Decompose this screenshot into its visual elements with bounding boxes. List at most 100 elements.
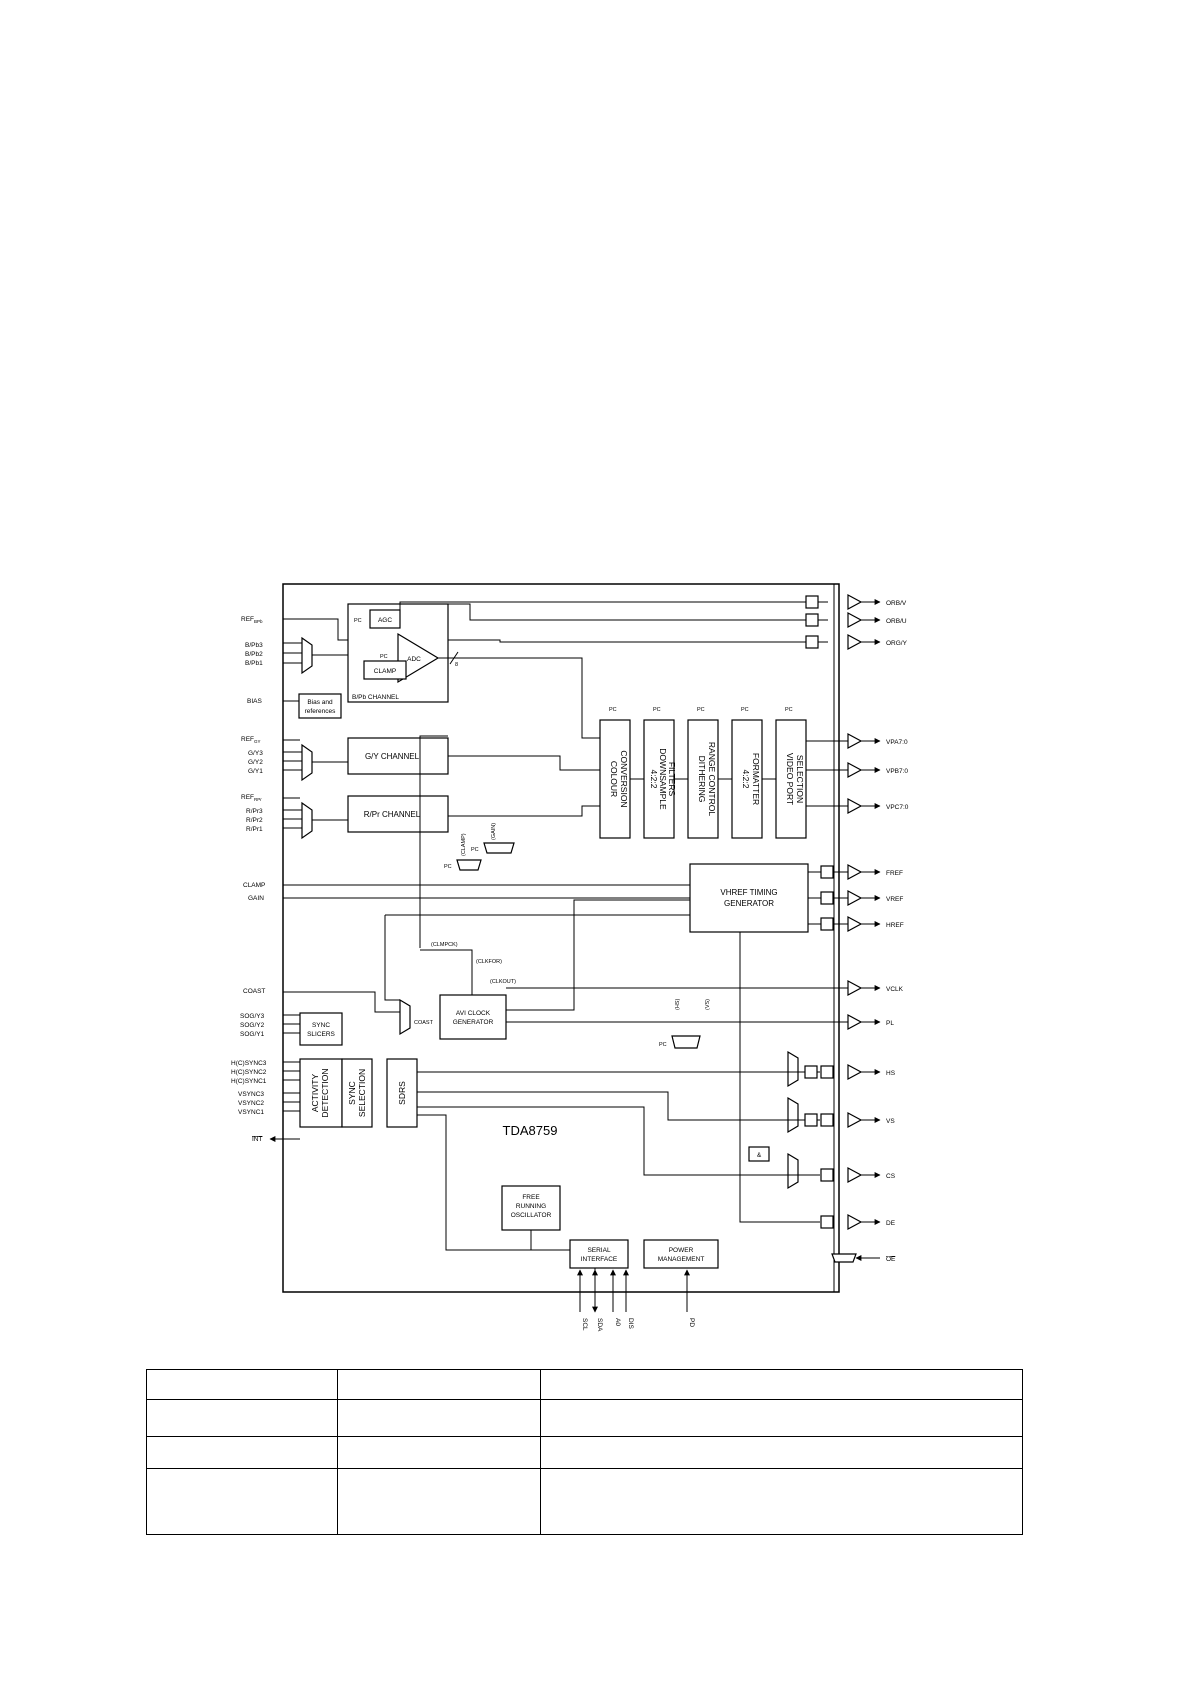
dithering-label-1: DITHERING xyxy=(697,756,707,803)
pin-sda: SDA xyxy=(596,1318,603,1332)
formatter-pc: PC xyxy=(741,707,749,713)
table-cell xyxy=(540,1436,1023,1469)
pin-rpr2: R/Pr2 xyxy=(246,817,263,824)
colour-conversion-label-2: CONVERSION xyxy=(619,750,629,807)
video-port-pc: PC xyxy=(785,707,793,713)
pin-hs: HS xyxy=(886,1070,896,1077)
table-cell xyxy=(540,1369,1023,1400)
signal-clamp: (CLAMP) xyxy=(461,833,467,856)
free-running-label-3: OSCILLATOR xyxy=(511,1212,552,1219)
mux-coast xyxy=(399,998,411,1036)
internal-wires xyxy=(384,584,848,1292)
formatter-label-2: FORMATTER xyxy=(751,753,761,805)
free-running-label-1: FREE xyxy=(522,1194,540,1201)
activity-label-1: ACTIVITY xyxy=(310,1074,320,1113)
table-cell xyxy=(337,1399,541,1437)
sync-selection-block xyxy=(341,1058,373,1128)
pin-vsync1: VSYNC1 xyxy=(238,1109,264,1116)
pin-vref: VREF xyxy=(886,896,903,903)
mux-gain xyxy=(483,842,515,854)
pin-bias: BIAS xyxy=(247,698,262,705)
rpr-channel-block xyxy=(347,795,449,833)
bpb-channel-frame xyxy=(347,603,449,703)
pin-href: HREF xyxy=(886,922,904,929)
clamp-pc: PC xyxy=(380,654,388,660)
formatter-label-1: 4:2:2 xyxy=(741,770,751,789)
pin-vsync2: VSYNC2 xyxy=(238,1100,264,1107)
rpr-channel-label: R/Pr CHANNEL xyxy=(364,810,421,819)
vhref-block xyxy=(689,863,809,933)
mux-hsvs-pc: PC xyxy=(659,1042,667,1048)
downsample-label-2: DOWNSAMPLE xyxy=(658,748,668,810)
table-cell xyxy=(337,1436,541,1469)
video-port-label-2: SELECTION xyxy=(795,755,805,803)
power-management-block xyxy=(643,1239,719,1269)
bias-block xyxy=(298,693,342,719)
signal-gain: (GAIN) xyxy=(491,823,497,840)
bottom-pin-wires xyxy=(577,1268,690,1313)
table-row xyxy=(146,1399,1023,1437)
colour-conversion-pc: PC xyxy=(609,707,617,713)
table-cell xyxy=(146,1399,338,1437)
mux-clamp-pc: PC xyxy=(444,864,452,870)
pin-rpr3: R/Pr3 xyxy=(246,808,263,815)
signal-hs: (HS) xyxy=(675,999,681,1010)
pin-vs: VS xyxy=(886,1118,895,1125)
serial-interface-label-1: SERIAL xyxy=(587,1247,611,1254)
output-wires xyxy=(855,599,881,1261)
avi-clock-label-1: AVI CLOCK xyxy=(456,1010,491,1017)
video-port-block xyxy=(775,719,807,839)
pin-gain: GAIN xyxy=(248,895,264,902)
table-row xyxy=(146,1436,1023,1469)
pin-hcsync1: H(C)SYNC1 xyxy=(231,1078,267,1085)
table-cell xyxy=(337,1369,541,1400)
serial-interface-label-2: INTERFACE xyxy=(581,1256,618,1263)
colour-conversion-block xyxy=(599,719,631,839)
pin-bpb1: B/Pb1 xyxy=(245,660,263,667)
bpb-channel-label: B/Pb CHANNEL xyxy=(352,694,399,701)
pin-sog2: SOG/Y2 xyxy=(240,1022,265,1029)
pin-dis: DIS xyxy=(627,1318,634,1330)
pin-table xyxy=(146,1369,1023,1535)
agc-pc: PC xyxy=(354,618,362,624)
pin-clamp: CLAMP xyxy=(243,882,265,889)
agc-block xyxy=(369,609,401,629)
clamp-block xyxy=(363,660,407,680)
pin-pl: PL xyxy=(886,1020,894,1027)
table-cell xyxy=(540,1468,1023,1535)
avi-clock-block xyxy=(439,994,507,1040)
pin-ref-gy: REFGY xyxy=(241,736,261,744)
mux-rpr xyxy=(301,801,313,840)
downsample-label-3: FILTERS xyxy=(667,762,677,797)
dithering-label-2: RANGE CONTROL xyxy=(707,742,717,816)
pin-fref: FREF xyxy=(886,870,903,877)
pin-vsync3: VSYNC3 xyxy=(238,1091,264,1098)
sdrs-label: SDRS xyxy=(397,1081,407,1105)
bias-label-2: references xyxy=(305,708,336,715)
pin-sog3: SOG/Y3 xyxy=(240,1013,265,1020)
pin-scl: SCL xyxy=(581,1318,588,1331)
left-input-wires xyxy=(269,618,690,1142)
pin-coast: COAST xyxy=(243,988,265,995)
pin-pd: PD xyxy=(688,1318,695,1327)
free-running-block xyxy=(501,1185,561,1231)
pin-hcsync3: H(C)SYNC3 xyxy=(231,1060,267,1067)
clamp-label: CLAMP xyxy=(374,668,396,675)
colour-conversion-label-1: COLOUR xyxy=(609,761,619,797)
downsample-label-1: 4:2:2 xyxy=(649,770,659,789)
pin-int: INT xyxy=(252,1136,263,1143)
chip-name: TDA8759 xyxy=(503,1123,558,1138)
mux-gain-pc: PC xyxy=(471,847,479,853)
sync-selection-label-2: SELECTION xyxy=(357,1069,367,1117)
sync-slicers-label-1: SYNC xyxy=(312,1022,330,1029)
gy-channel-block xyxy=(347,737,449,775)
adc-label: ADC xyxy=(407,656,421,663)
table-cell xyxy=(146,1436,338,1469)
pin-vpa: VPA7:0 xyxy=(886,739,908,746)
pin-cs: CS xyxy=(886,1173,896,1180)
vhref-label-1: VHREF TIMING xyxy=(720,888,777,897)
signal-coast: COAST xyxy=(414,1020,434,1026)
downsample-pc: PC xyxy=(653,707,661,713)
pin-bpb2: B/Pb2 xyxy=(245,651,263,658)
